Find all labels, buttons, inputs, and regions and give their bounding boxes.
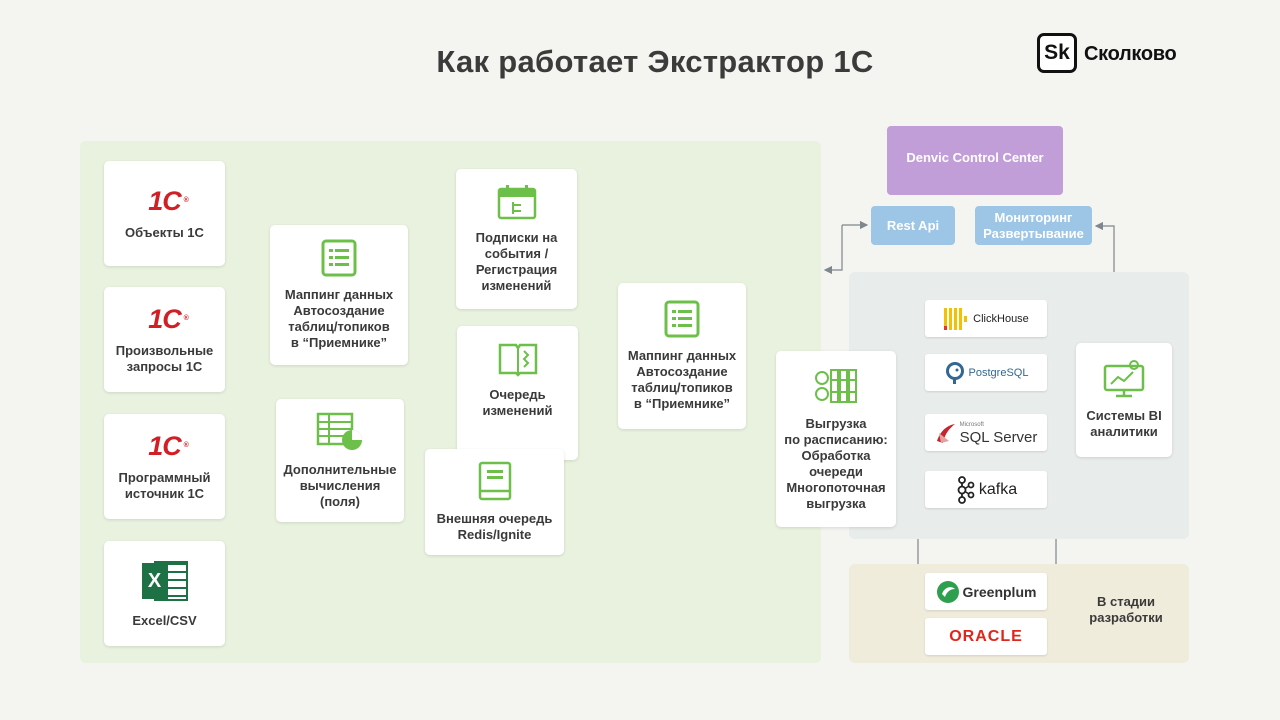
target-clickhouse: ClickHouse [925, 300, 1047, 337]
target-postgresql: PostgreSQL [925, 354, 1047, 391]
skolkovo-logo-mark: Sk [1037, 33, 1077, 73]
source-card-1c-objects: 1С® Объекты 1С [104, 161, 225, 266]
ledger-book-icon [478, 461, 511, 501]
onec-logo: 1С® [148, 303, 189, 334]
oracle-logo: ORACLE [949, 627, 1023, 645]
sql-server-icon [936, 423, 955, 443]
external-queue-card: Внешняя очередь Redis/Ignite [425, 449, 564, 555]
source-label: Excel/CSV [132, 612, 197, 628]
external-queue-label: Внешняя очередь Redis/Ignite [436, 511, 553, 542]
monitoring-box: Мониторинг Развертывание [975, 206, 1092, 245]
clickhouse-icon [944, 307, 968, 330]
list-document-icon [664, 300, 700, 338]
in-development-label: В стадии разработки [1089, 594, 1163, 625]
target-name: kafka [978, 480, 1018, 498]
target-greenplum: Greenplum [925, 573, 1047, 610]
list-document-icon [321, 239, 357, 277]
target-name: ClickHouse [973, 312, 1029, 325]
target-prefix: Microsoft [959, 422, 984, 428]
page-title: Как работает Экстрактор 1С [436, 44, 874, 79]
source-label: Произвольные запросы 1С [115, 342, 214, 374]
target-name: PostgreSQL [968, 366, 1029, 379]
postgresql-icon [945, 361, 964, 384]
mapping-card-1: Маппинг данных Автосоздание таблиц/топик… [270, 225, 408, 365]
rest-api-box: Rest Api [871, 206, 955, 245]
book-icon [498, 343, 537, 377]
target-kafka: kafka [925, 471, 1047, 508]
source-label: Объекты 1С [125, 224, 204, 240]
bi-label: Системы BI аналитики [1086, 408, 1162, 439]
control-center-box: Denvic Control Center [887, 126, 1063, 195]
skolkovo-logo-text: Сколково [1084, 43, 1177, 65]
source-label: Программный источник 1С [118, 469, 211, 501]
target-oracle: ORACLE [925, 618, 1047, 655]
source-card-1c-queries: 1С® Произвольные запросы 1С [104, 287, 225, 392]
mapping-label: Маппинг данных Автосоздание таблиц/топик… [627, 348, 737, 411]
calc-label: Дополнительные вычисления (поля) [283, 461, 397, 509]
spreadsheet-chart-icon [316, 412, 362, 450]
subscriptions-card: Подписки на события / Регистрация измене… [456, 169, 577, 309]
source-card-1c-program: 1С® Программный источник 1С [104, 414, 225, 519]
subscriptions-label: Подписки на события / Регистрация измене… [475, 230, 558, 293]
onec-logo: 1С® [148, 430, 189, 461]
bi-card: Системы BI аналитики [1076, 343, 1172, 457]
kafka-icon [957, 475, 975, 504]
monitor-analytics-icon [1103, 360, 1145, 398]
target-name: Greenplum [962, 583, 1037, 600]
target-name: SQL Server [959, 429, 1038, 446]
export-label: Выгрузка по расписанию: Обработка очеред… [784, 416, 888, 511]
excel-icon: X [141, 559, 188, 603]
source-card-excel: X Excel/CSV [104, 541, 225, 646]
onec-logo: 1С® [148, 185, 189, 216]
queue-label: Очередь изменений [482, 387, 553, 418]
mapping-label: Маппинг данных Автосоздание таблиц/топик… [284, 287, 394, 350]
calc-card: Дополнительные вычисления (поля) [276, 399, 404, 522]
export-card: Выгрузка по расписанию: Обработка очеред… [776, 351, 896, 527]
multithread-export-icon [815, 369, 857, 403]
greenplum-icon [936, 580, 959, 603]
target-sql-server: Microsoft SQL Server [925, 414, 1047, 451]
calendar-icon [497, 185, 536, 220]
mapping-card-2: Маппинг данных Автосоздание таблиц/топик… [618, 283, 746, 429]
queue-card: Очередь изменений [457, 326, 578, 460]
